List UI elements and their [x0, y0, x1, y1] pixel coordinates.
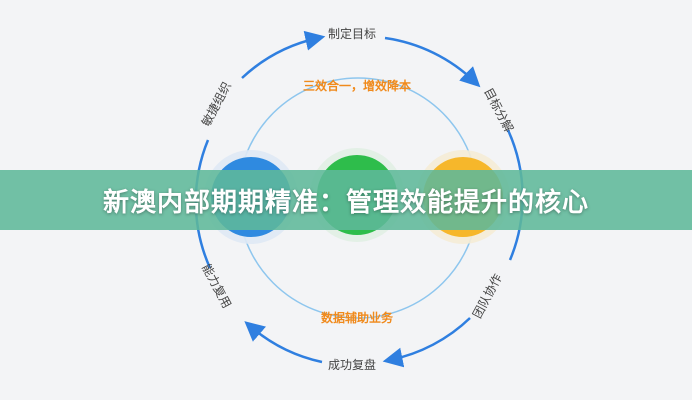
title-banner [0, 170, 692, 230]
cycle-label-set-goals: 制定目标 [328, 26, 376, 41]
outer-arc-top-left [241, 30, 326, 79]
banner-title: 新澳内部期期精准：管理效能提升的核心 [102, 187, 589, 218]
outer-arc-top-right [384, 36, 481, 88]
cycle-label-capability-reuse: 能力复用 [199, 262, 234, 311]
inner-label-bottom: 数据辅助业务 [321, 310, 394, 325]
cycle-label-agile-organization: 敏捷组织 [198, 79, 234, 128]
outer-arc-bottom-right [382, 317, 471, 368]
inner-label-top: 三效合一，增效降本 [303, 78, 411, 93]
cycle-label-team-collaboration: 团队协作 [469, 271, 505, 320]
outer-arc-bottom-left [244, 321, 323, 364]
cycle-label-goal-breakdown: 目标分解 [481, 86, 516, 135]
cycle-label-success-review: 成功复盘 [328, 357, 376, 372]
